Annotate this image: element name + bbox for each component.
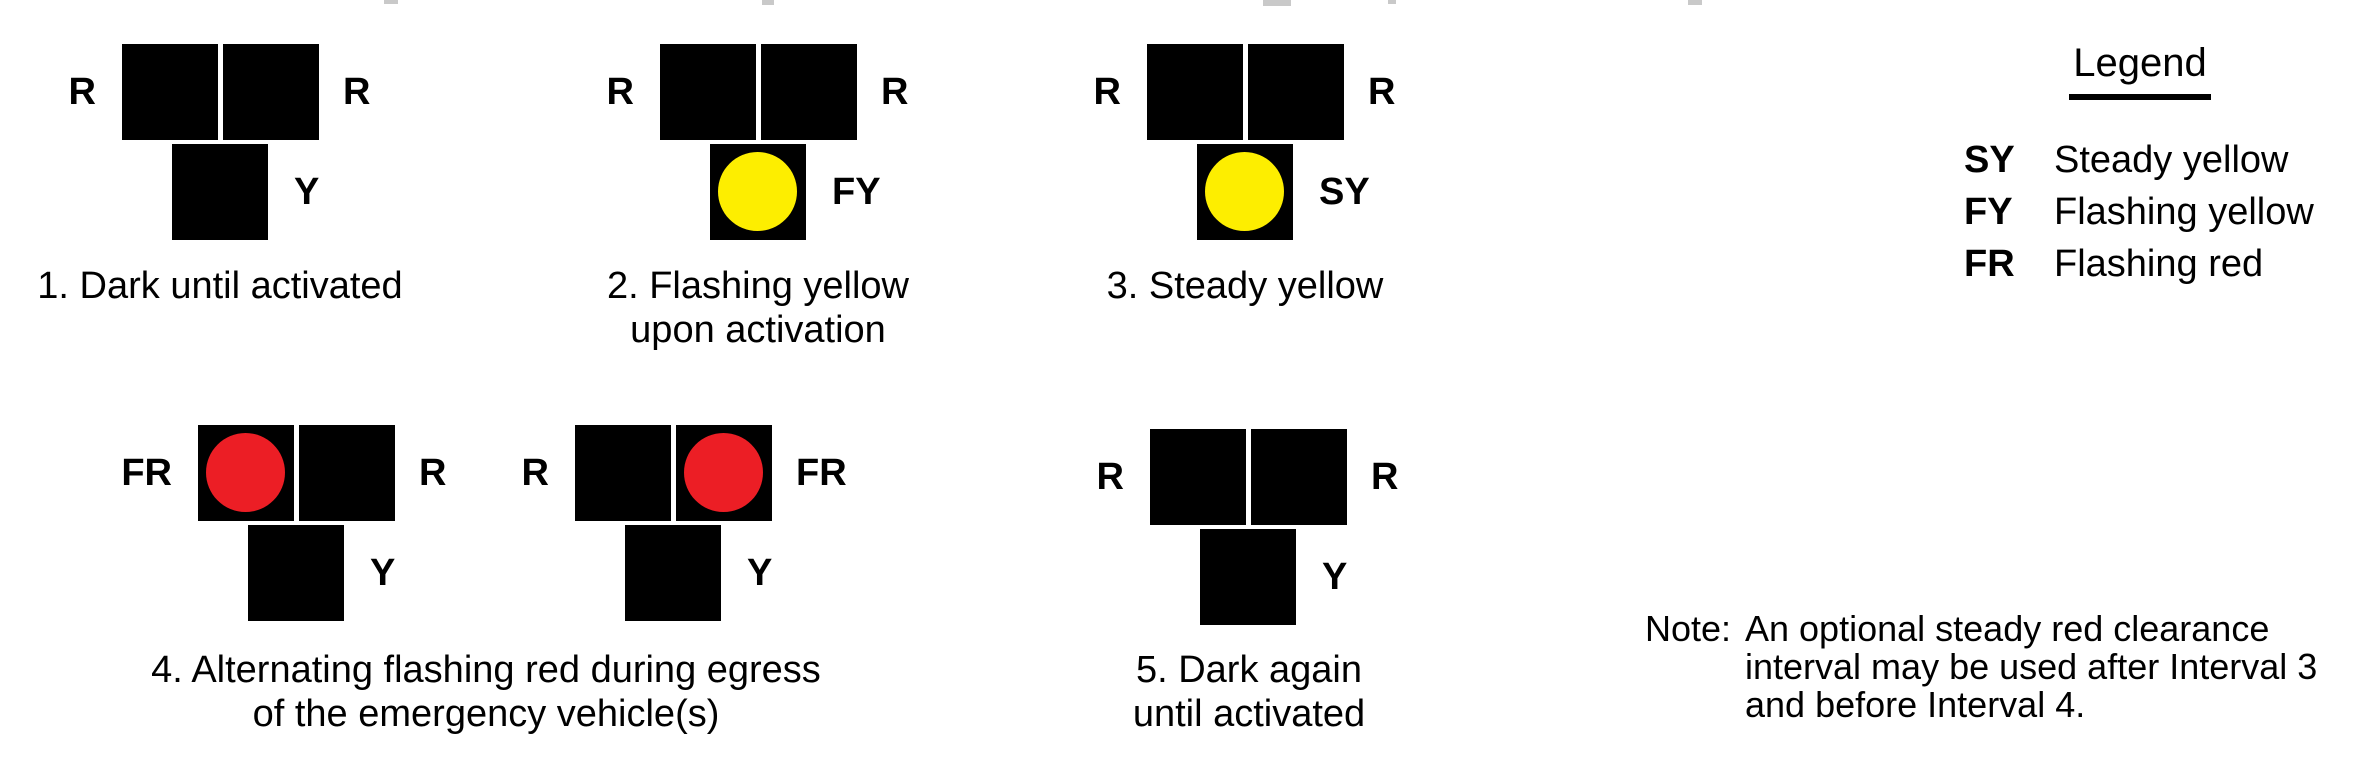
scan-artifact <box>1688 0 1702 5</box>
note-label: Note: <box>1645 608 1732 649</box>
legend-entry-flashing-red: FR Flashing red <box>1964 238 2340 290</box>
lens-square-bottom <box>1200 529 1296 625</box>
lens-square-bottom <box>248 525 344 621</box>
lens-label-right: FR <box>796 452 847 494</box>
lens-label-left: R <box>521 452 549 494</box>
legend: Legend SY Steady yellow FY Flashing yell… <box>1940 40 2340 290</box>
lens-square-top-left <box>575 425 671 521</box>
signal-head-interval-4-left: FR R Y <box>121 425 446 621</box>
note-line: An optional steady red clearance <box>1745 608 2270 649</box>
lens-square-top-right <box>1248 44 1344 140</box>
caption-line: 1. Dark until activated <box>37 265 403 307</box>
red-lens <box>206 433 285 512</box>
lens-square-top-left <box>122 44 218 140</box>
signal-head-interval-3: R R SY <box>1094 44 1395 240</box>
legend-definition: Steady yellow <box>2054 139 2289 181</box>
lens-square-top-right <box>299 425 395 521</box>
lens-label-left: FR <box>121 452 172 494</box>
lens-label-bottom: Y <box>294 171 320 213</box>
lens-label-right: R <box>343 71 371 113</box>
caption-line: of the emergency vehicle(s) <box>252 693 720 735</box>
signal-head-interval-4-right: R FR Y <box>522 425 847 621</box>
lens-square-top-left <box>198 425 294 521</box>
note-lines: An optional steady red clearance interva… <box>1745 610 2317 724</box>
lens-square-top-left <box>660 44 756 140</box>
lens-label-bottom: Y <box>370 552 396 594</box>
note-line: interval may be used after Interval 3 <box>1745 646 2318 687</box>
interval-caption-2: 2. Flashing yellow upon activation <box>358 264 1158 352</box>
legend-entry-flashing-yellow: FY Flashing yellow <box>1964 186 2340 238</box>
red-lens <box>684 433 763 512</box>
lens-label-bottom: FY <box>832 171 881 213</box>
lens-label-right: R <box>1368 71 1396 113</box>
interval-caption-5: 5. Dark again until activated <box>849 648 1649 736</box>
interval-caption-1: 1. Dark until activated <box>0 264 620 308</box>
lens-square-top-left <box>1147 44 1243 140</box>
yellow-lens <box>1205 152 1284 231</box>
note-line: and before Interval 4. <box>1745 684 2086 725</box>
signal-head-interval-2: R R FY <box>607 44 908 240</box>
lens-label-bottom: Y <box>747 552 773 594</box>
caption-line: 5. Dark again <box>1135 649 1362 691</box>
caption-line: 3. Steady yellow <box>1106 265 1384 307</box>
scan-artifact <box>1263 0 1291 6</box>
yellow-lens <box>718 152 797 231</box>
lens-square-bottom <box>625 525 721 621</box>
lens-label-right: R <box>1371 456 1399 498</box>
lens-square-bottom <box>1197 144 1293 240</box>
legend-definition: Flashing yellow <box>2054 191 2314 233</box>
lens-label-left: R <box>1093 71 1121 113</box>
lens-label-right: R <box>881 71 909 113</box>
scan-artifact <box>384 0 398 4</box>
scan-artifact <box>762 0 774 5</box>
legend-abbr: SY <box>1964 139 2015 181</box>
caption-line: 4. Alternating flashing red during egres… <box>151 649 821 691</box>
legend-abbr: FY <box>1964 191 2013 233</box>
legend-title: Legend <box>2069 40 2211 100</box>
lens-square-top-right <box>223 44 319 140</box>
legend-title-row: Legend <box>1940 40 2340 100</box>
interval-caption-3: 3. Steady yellow <box>845 264 1645 308</box>
lens-label-left: R <box>1096 456 1124 498</box>
signal-head-interval-1: R R Y <box>69 44 370 240</box>
lens-label-bottom: SY <box>1319 171 1370 213</box>
lens-square-top-right <box>1251 429 1347 525</box>
scan-artifact <box>1388 0 1396 4</box>
caption-line: upon activation <box>630 309 886 351</box>
lens-label-bottom: Y <box>1322 556 1348 598</box>
lens-label-left: R <box>68 71 96 113</box>
note: Note: An optional steady red clearance i… <box>1645 610 2317 724</box>
legend-definition: Flashing red <box>2054 243 2264 285</box>
signal-head-interval-5: R R Y <box>1097 429 1398 625</box>
lens-label-left: R <box>606 71 634 113</box>
lens-square-top-left <box>1150 429 1246 525</box>
caption-line: 2. Flashing yellow <box>606 265 910 307</box>
interval-caption-4: 4. Alternating flashing red during egres… <box>86 648 886 736</box>
lens-label-right: R <box>419 452 447 494</box>
lens-square-bottom <box>710 144 806 240</box>
legend-abbr: FR <box>1964 243 2015 285</box>
lens-square-top-right <box>761 44 857 140</box>
lens-square-bottom <box>172 144 268 240</box>
legend-entry-steady-yellow: SY Steady yellow <box>1964 134 2340 186</box>
legend-rows: SY Steady yellow FY Flashing yellow FR F… <box>1940 134 2340 290</box>
caption-line: until activated <box>1132 693 1366 735</box>
lens-square-top-right <box>676 425 772 521</box>
